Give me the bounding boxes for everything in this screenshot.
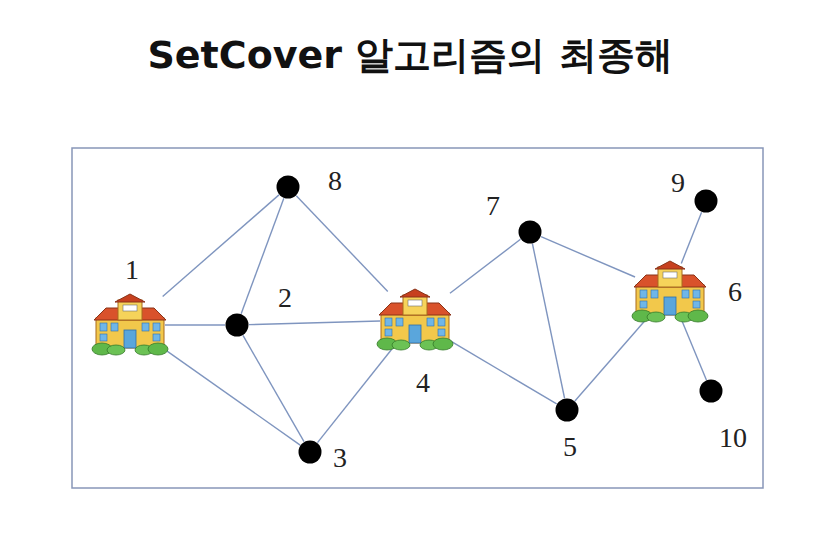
vertex-number: 1 [125,256,139,284]
vertex-number: 8 [328,167,342,195]
vertex-number: 3 [333,444,347,472]
graph-edge [450,239,521,293]
graph-edge [241,198,284,313]
graph-edge [532,244,564,399]
vertex-dot [225,313,249,337]
vertex-dot [298,440,322,464]
school-vertex: 1 [92,294,168,356]
graph-vertex: 2 [225,313,249,337]
vertex-number: 6 [728,278,742,306]
frame-border [72,148,763,488]
vertex-dot [276,175,300,199]
vertex-number: 7 [486,192,500,220]
graph-edge [541,237,635,277]
graph-vertex: 8 [276,175,300,199]
graph-edge [450,341,557,404]
vertex-dot [699,379,723,403]
graph-edge [296,196,387,292]
graph-vertex: 9 [694,189,718,213]
graph-vertex: 10 [699,379,723,403]
vertex-dot [694,189,718,213]
graph-edge [249,321,380,325]
vertex-number: 10 [719,424,747,452]
vertex-number: 4 [416,369,430,397]
graph-edge [243,335,304,441]
vertex-dot [518,220,542,244]
graph-vertex: 7 [518,220,542,244]
vertex-number: 2 [278,284,292,312]
vertex-number: 9 [671,169,685,197]
school-vertex: 6 [632,261,708,323]
vertex-number: 5 [563,433,577,461]
graph-edge [575,321,645,401]
school-icon [632,261,708,323]
vertex-dot [555,398,579,422]
graph-edge [317,349,392,443]
graph-vertex: 5 [555,398,579,422]
school-icon [377,289,453,351]
graph-edge [681,212,701,263]
graph-edge [165,350,300,445]
diagram-title: SetCover 알고리즘의 최종해 [0,30,820,81]
graph-edge [165,324,225,325]
graph-vertex: 3 [298,440,322,464]
school-icon [92,294,168,356]
graph-edge [163,195,279,297]
graph-edge [682,321,707,380]
school-vertex: 4 [377,289,453,351]
